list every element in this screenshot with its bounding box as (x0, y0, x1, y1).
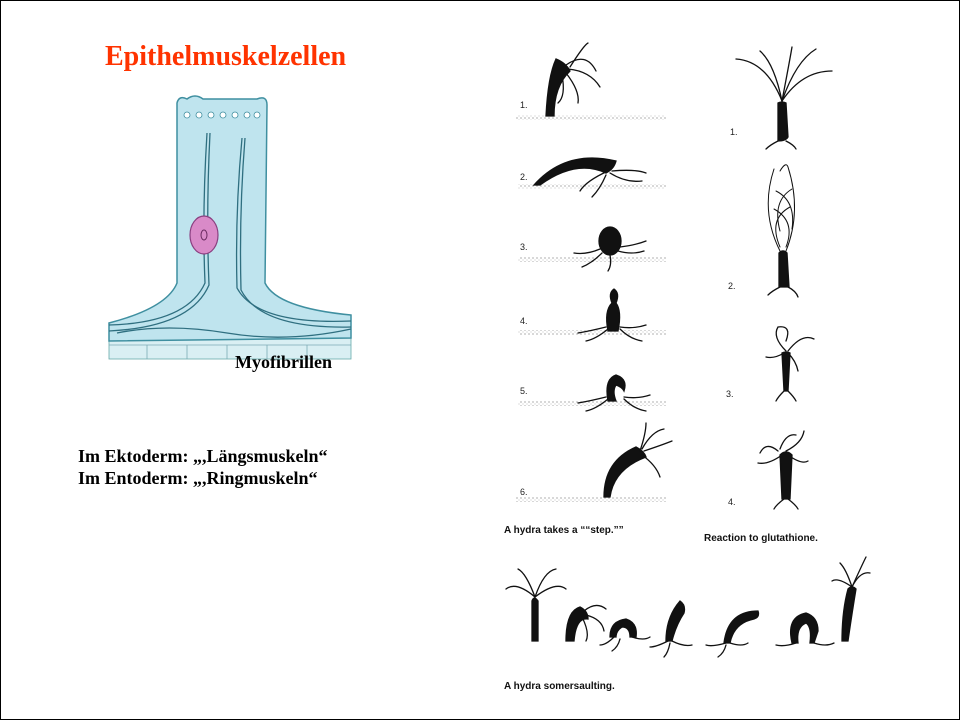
step-number: 6. (520, 487, 528, 497)
entoderm-line: Im Entoderm: „,Ringmuskeln“ (78, 467, 328, 489)
reaction-caption: Reaction to glutathione. (704, 533, 818, 544)
epithelial-muscle-cell-illustration (107, 93, 357, 373)
step-number: 1. (520, 100, 528, 110)
step-number: 3. (520, 242, 528, 252)
ectoderm-line: Im Ektoderm: „,Längsmuskeln“ (78, 445, 328, 467)
reaction-number: 4. (728, 497, 736, 507)
somersault-caption: A hydra somersaulting. (504, 681, 615, 692)
step-number: 4. (520, 316, 528, 326)
reaction-number: 2. (728, 281, 736, 291)
slide-title: Epithelmuskelzellen (105, 41, 346, 73)
step-number: 5. (520, 386, 528, 396)
myofibrillen-label: Myofibrillen (235, 352, 332, 373)
muscle-description: Im Ektoderm: „,Längsmuskeln“ Im Entoderm… (78, 445, 328, 489)
reaction-number: 3. (726, 389, 734, 399)
reaction-number: 1. (730, 127, 738, 137)
step-number: 2. (520, 172, 528, 182)
step-caption: A hydra takes a ““step.”” (504, 525, 624, 536)
hydra-behavior-figure: 1. 2. 3. 4. 5. 6. 1. 2. 3. 4. A hydra ta… (496, 41, 896, 701)
